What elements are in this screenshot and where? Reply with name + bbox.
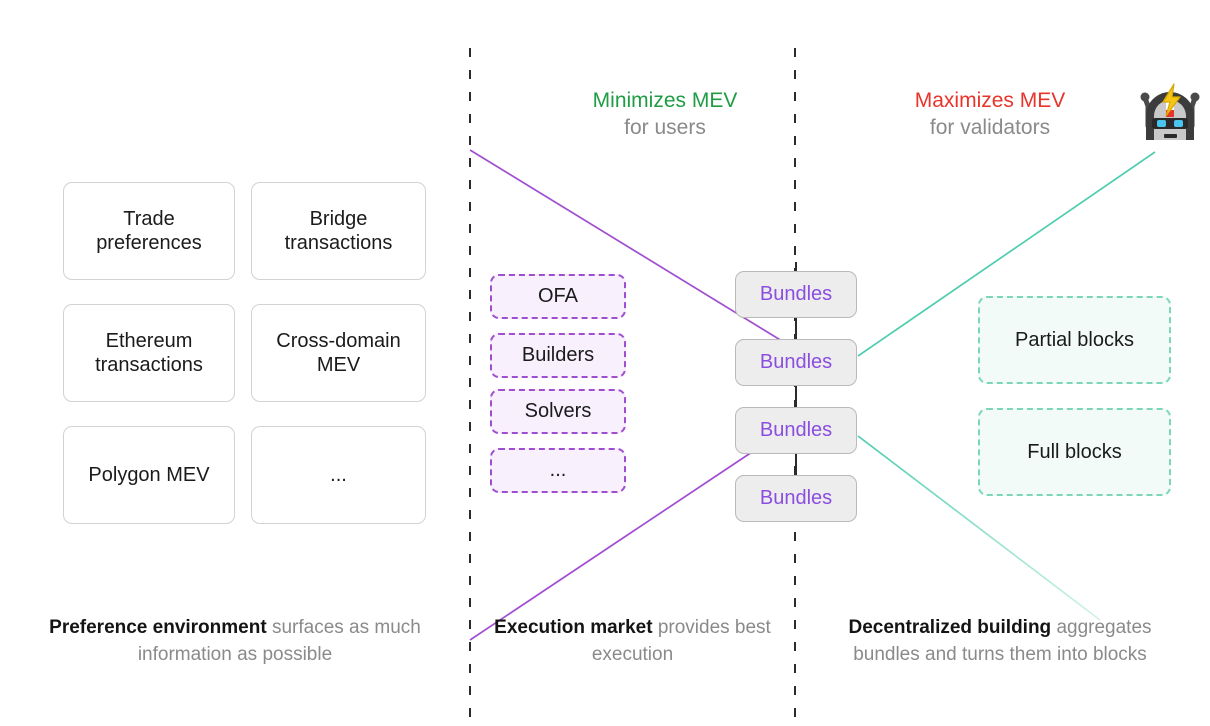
pref-box-ethereum-transactions[interactable]: Ethereum transactions (63, 304, 235, 402)
header-right-lead: Maximizes MEV (914, 89, 1066, 112)
exec-box-label: Builders (521, 344, 595, 367)
caption-left-strong: Preference environment (49, 617, 267, 638)
bundle-box-label: Bundles (759, 419, 833, 442)
exec-box-builders[interactable]: Builders (490, 333, 626, 378)
pref-box-label: Bridge transactions (284, 207, 393, 254)
caption-execution-market: Execution market provides best execution (490, 615, 775, 668)
pref-box-cross-domain-mev[interactable]: Cross-domain MEV (251, 304, 426, 402)
pref-box-label: Trade preferences (96, 207, 202, 254)
pref-box-more[interactable]: ... (251, 426, 426, 524)
bundle-box-3[interactable]: Bundles (735, 407, 857, 454)
exec-box-ofa[interactable]: OFA (490, 274, 626, 319)
block-box-partial-blocks[interactable]: Partial blocks (978, 296, 1171, 384)
exec-box-label: Solvers (524, 400, 592, 423)
caption-mid-strong: Execution market (494, 617, 653, 638)
bundle-box-label: Bundles (759, 283, 833, 306)
block-box-label: Full blocks (1027, 440, 1122, 463)
bundle-box-2[interactable]: Bundles (735, 339, 857, 386)
bundle-box-4[interactable]: Bundles (735, 475, 857, 522)
pref-box-label: Ethereum transactions (95, 329, 203, 376)
exec-box-label: OFA (537, 285, 578, 308)
header-right-sub: for validators (929, 115, 1051, 139)
caption-decentralized-building: Decentralized building aggregates bundle… (830, 615, 1170, 668)
caption-left-rest: surfaces as much information as possible (137, 617, 421, 665)
block-box-label: Partial blocks (1015, 328, 1134, 351)
header-left-sub: for users (624, 115, 706, 139)
pref-box-bridge-transactions[interactable]: Bridge transactions (251, 182, 426, 280)
pref-box-label: Polygon MEV (88, 463, 210, 486)
bundle-box-1[interactable]: Bundles (735, 271, 857, 318)
pref-box-label: ... (330, 463, 347, 486)
bundle-box-label: Bundles (759, 351, 833, 374)
block-box-full-blocks[interactable]: Full blocks (978, 408, 1171, 496)
exec-box-more[interactable]: ... (490, 448, 626, 493)
robot-icon (1140, 83, 1200, 140)
caption-right-rest: aggregates bundles and turns them into b… (853, 617, 1152, 665)
pref-box-polygon-mev[interactable]: Polygon MEV (63, 426, 235, 524)
exec-box-solvers[interactable]: Solvers (490, 389, 626, 434)
caption-mid-rest: provides best execution (591, 617, 771, 665)
bundle-box-label: Bundles (759, 487, 833, 510)
purple-connector-upper (469, 149, 801, 353)
caption-right-strong: Decentralized building (848, 617, 1052, 638)
header-left-lead: Minimizes MEV (592, 89, 738, 112)
exec-box-label: ... (549, 459, 567, 482)
header-maximizes-mev: Maximizes MEV for validators (880, 88, 1100, 142)
flashbots-robot-logo (1136, 80, 1204, 148)
caption-preference-environment: Preference environment surfaces as much … (30, 615, 440, 668)
pref-box-label: Cross-domain MEV (276, 329, 401, 376)
header-minimizes-mev: Minimizes MEV for users (565, 88, 765, 142)
pref-box-trade-preferences[interactable]: Trade preferences (63, 182, 235, 280)
